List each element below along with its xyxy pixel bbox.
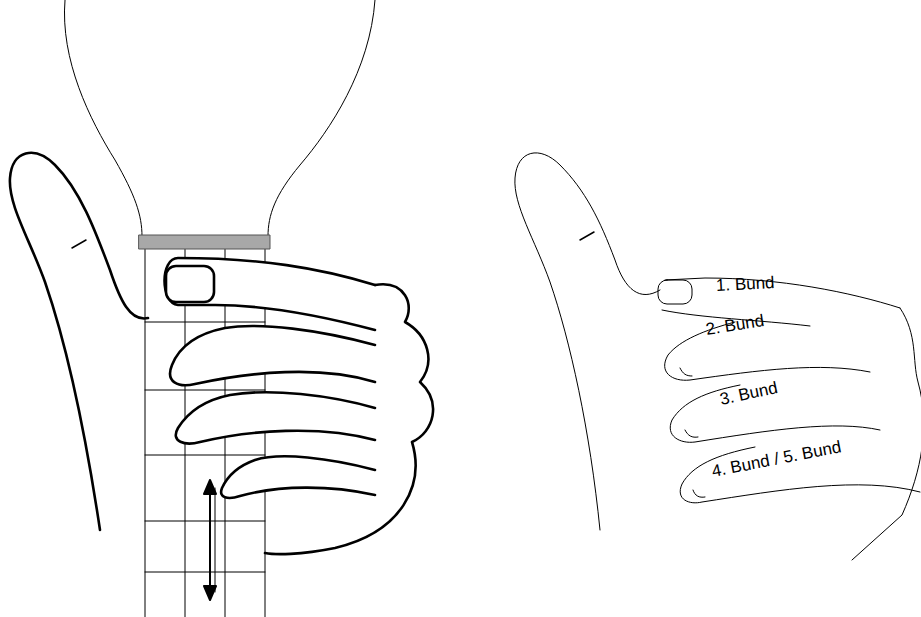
arrow-line [215, 488, 216, 592]
arrow-line [209, 488, 211, 592]
string-line [145, 249, 146, 617]
arrow-head [204, 480, 216, 494]
fret-label: 1. Bund [716, 274, 775, 294]
neck-outline [268, 0, 375, 236]
guitar-neck [64, 0, 375, 617]
pinky-finger [221, 456, 375, 498]
hand-back [852, 308, 921, 560]
fret-line [145, 455, 265, 456]
nut [139, 235, 270, 249]
finger-nail [166, 266, 214, 302]
fret-label: 4. Bund / 5. Bund [710, 438, 842, 480]
thumb-outline [10, 153, 148, 530]
fret-label: 2. Bund [705, 312, 766, 338]
arrow-head [204, 586, 216, 600]
middle-finger [665, 322, 870, 380]
left-hand [10, 153, 433, 554]
thumb-nail [72, 240, 86, 248]
fret-line [145, 572, 265, 573]
index-finger [165, 258, 376, 330]
fret-line [145, 521, 265, 522]
index-finger [665, 278, 900, 308]
fret-line [145, 390, 265, 391]
fret-line [145, 322, 265, 323]
finger-nail [680, 368, 692, 376]
right-hand [515, 153, 921, 560]
fret-label: 3. Bund [718, 379, 779, 408]
finger-nail [693, 490, 705, 497]
neck-outline [64, 0, 142, 236]
finger-nail [658, 280, 692, 304]
middle-finger [170, 326, 375, 385]
slide-arrow [204, 480, 216, 600]
finger-nail [685, 430, 698, 437]
thumb-outline [515, 153, 660, 530]
thumb-nail [580, 232, 594, 240]
ring-finger [176, 392, 375, 443]
hand-back [265, 284, 433, 554]
